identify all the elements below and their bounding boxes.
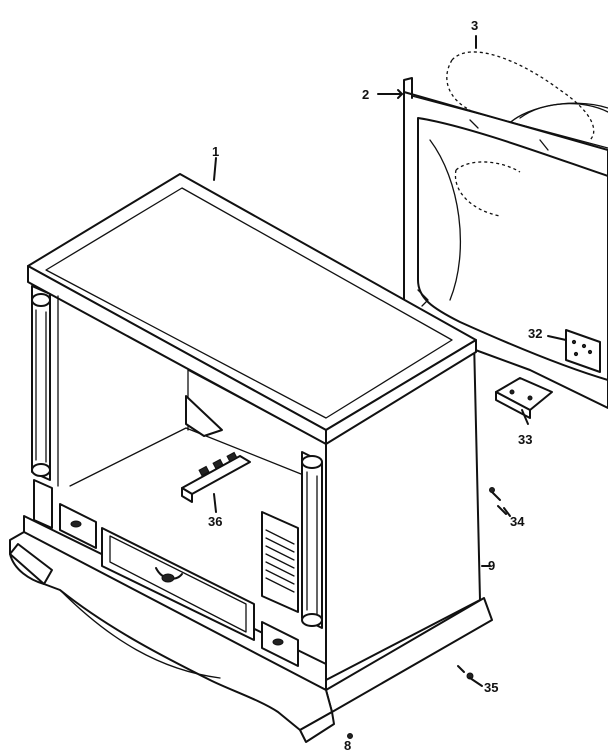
callout-33: 33 xyxy=(518,432,532,447)
callout-36: 36 xyxy=(208,514,222,529)
degaussing-coil xyxy=(446,51,595,217)
callout-34: 34 xyxy=(510,514,525,529)
callout-8: 8 xyxy=(344,738,351,752)
callout-9: 9 xyxy=(488,558,495,573)
board-32 xyxy=(565,329,601,373)
hardware-35 xyxy=(457,665,474,680)
callout-2: 2 xyxy=(362,87,369,102)
callout-1: 1 xyxy=(212,144,219,159)
callout-32: 32 xyxy=(528,326,542,341)
cabinet xyxy=(9,173,493,743)
bracket-33 xyxy=(495,377,553,419)
hardware-8 xyxy=(347,733,353,739)
callout-35: 35 xyxy=(484,680,498,695)
callouts: 1 2 3 32 33 34 35 36 9 8 xyxy=(208,18,542,752)
leader-lines xyxy=(213,35,567,687)
control-bar-36 xyxy=(181,451,251,503)
callout-3: 3 xyxy=(471,18,478,33)
hardware-34 xyxy=(489,487,507,515)
